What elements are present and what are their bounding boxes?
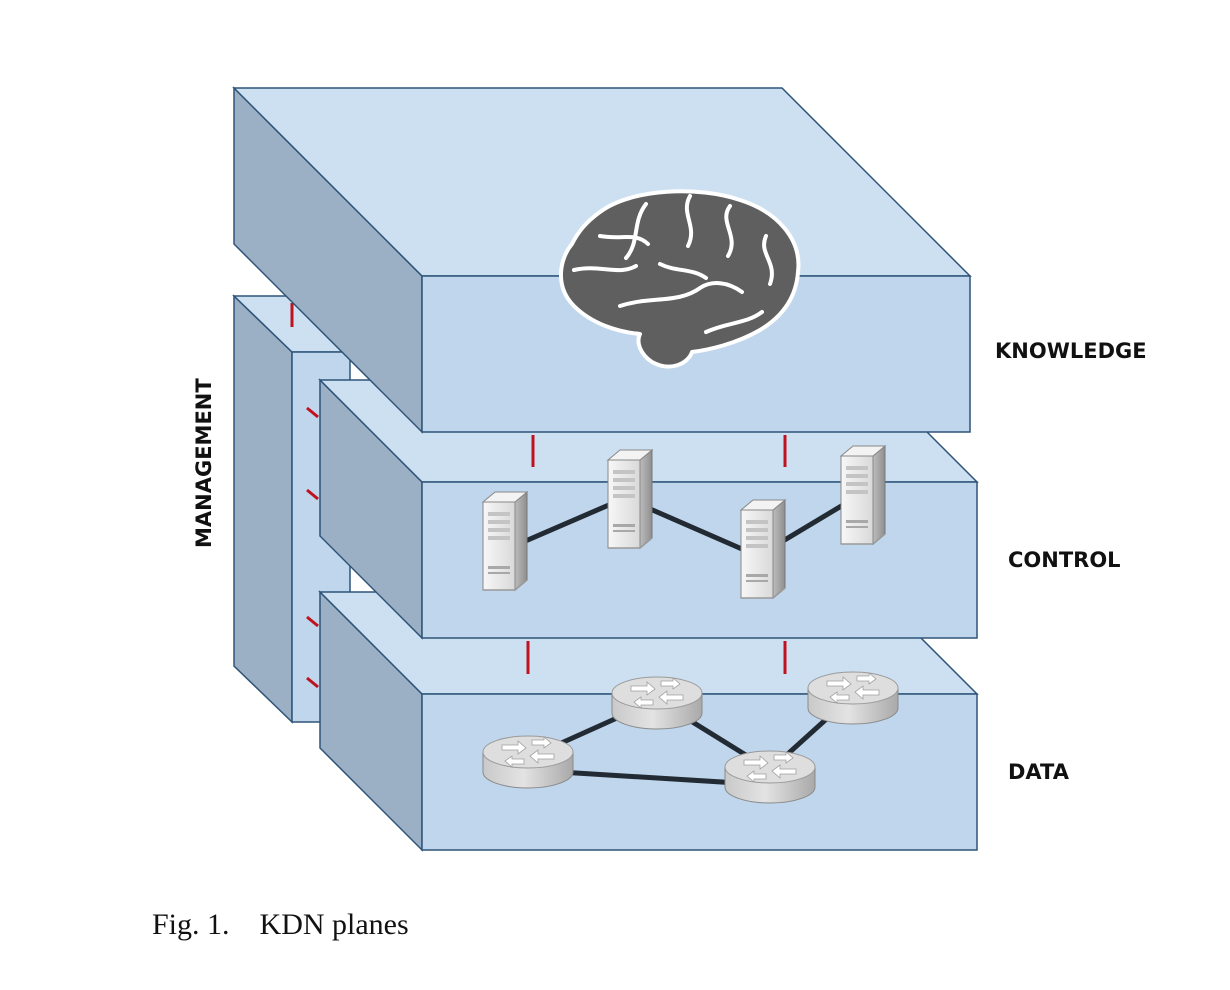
- server-icon: [840, 445, 886, 545]
- management-label: MANAGEMENT: [192, 378, 216, 548]
- data-label: DATA: [1008, 760, 1070, 784]
- router-icon: [724, 750, 816, 804]
- server-icon: [607, 449, 653, 549]
- caption-number: Fig. 1.: [152, 908, 230, 941]
- server-icon: [740, 499, 786, 599]
- knowledge-control-interface-ticks: [531, 435, 787, 467]
- figure-caption: Fig. 1. KDN planes: [152, 908, 409, 942]
- server-icon: [482, 491, 528, 591]
- router-icon: [482, 735, 574, 789]
- knowledge-plane: [232, 86, 972, 434]
- router-icon: [611, 676, 703, 730]
- control-data-interface-ticks: [526, 641, 787, 674]
- knowledge-label: KNOWLEDGE: [995, 339, 1147, 363]
- control-label: CONTROL: [1008, 548, 1121, 572]
- brain-icon: [558, 189, 801, 369]
- caption-text: KDN planes: [259, 908, 409, 941]
- management-interface-ticks: [290, 303, 319, 689]
- router-icon: [807, 671, 899, 725]
